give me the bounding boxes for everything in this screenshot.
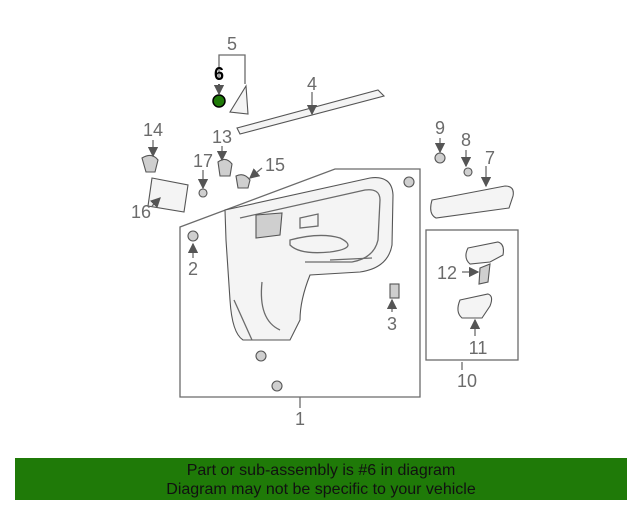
part-17-screw-icon [198, 188, 208, 198]
callout-7: 7 [485, 148, 495, 168]
part-3-icon [389, 283, 400, 299]
callout-9: 9 [435, 118, 445, 138]
part-4-strip-icon [236, 89, 386, 135]
callout-11: 11 [469, 338, 488, 358]
door-trim-panel-assembly [179, 168, 421, 398]
part-10-group-box [425, 229, 519, 361]
part-8-screw-icon [463, 167, 473, 177]
part-5-trim-icon [229, 84, 249, 115]
callout-14: 14 [143, 120, 163, 140]
callout-5: 5 [227, 34, 237, 54]
part-12-handle-icon [465, 241, 504, 265]
callout-1: 1 [295, 409, 305, 429]
part-16-switch-panel-icon [147, 177, 189, 213]
callout-3: 3 [387, 314, 397, 334]
callout-2: 2 [188, 259, 198, 279]
callout-10: 10 [457, 371, 477, 391]
callout-6: 6 [214, 64, 224, 84]
callout-15: 15 [265, 155, 285, 175]
part-7-armrest-icon [430, 185, 514, 219]
part-9-clip-icon [434, 152, 446, 164]
banner-line-2: Diagram may not be specific to your vehi… [166, 481, 476, 498]
callout-17: 17 [193, 151, 213, 171]
callout-12: 12 [437, 263, 457, 283]
callout-8: 8 [461, 130, 471, 150]
part-12-insert-icon [478, 263, 491, 285]
leader-lines [147, 54, 492, 408]
part-6-clip-icon [212, 94, 226, 108]
callout-13: 13 [212, 127, 232, 147]
clip-icon [187, 176, 415, 392]
parts-diagram: 1 2 3 4 5 6 7 8 9 10 11 12 13 14 15 16 1… [131, 34, 519, 429]
banner-line-1: Part or sub-assembly is #6 in diagram [186, 462, 456, 479]
part-14-switch-icon [141, 154, 159, 173]
part-13-switch-icon [217, 158, 233, 177]
part-11-bezel-icon [457, 293, 493, 319]
callout-4: 4 [307, 74, 317, 94]
callout-16: 16 [131, 202, 151, 222]
part-15-switch-icon [235, 174, 251, 189]
info-banner: Part or sub-assembly is #6 in diagram Di… [15, 458, 627, 500]
